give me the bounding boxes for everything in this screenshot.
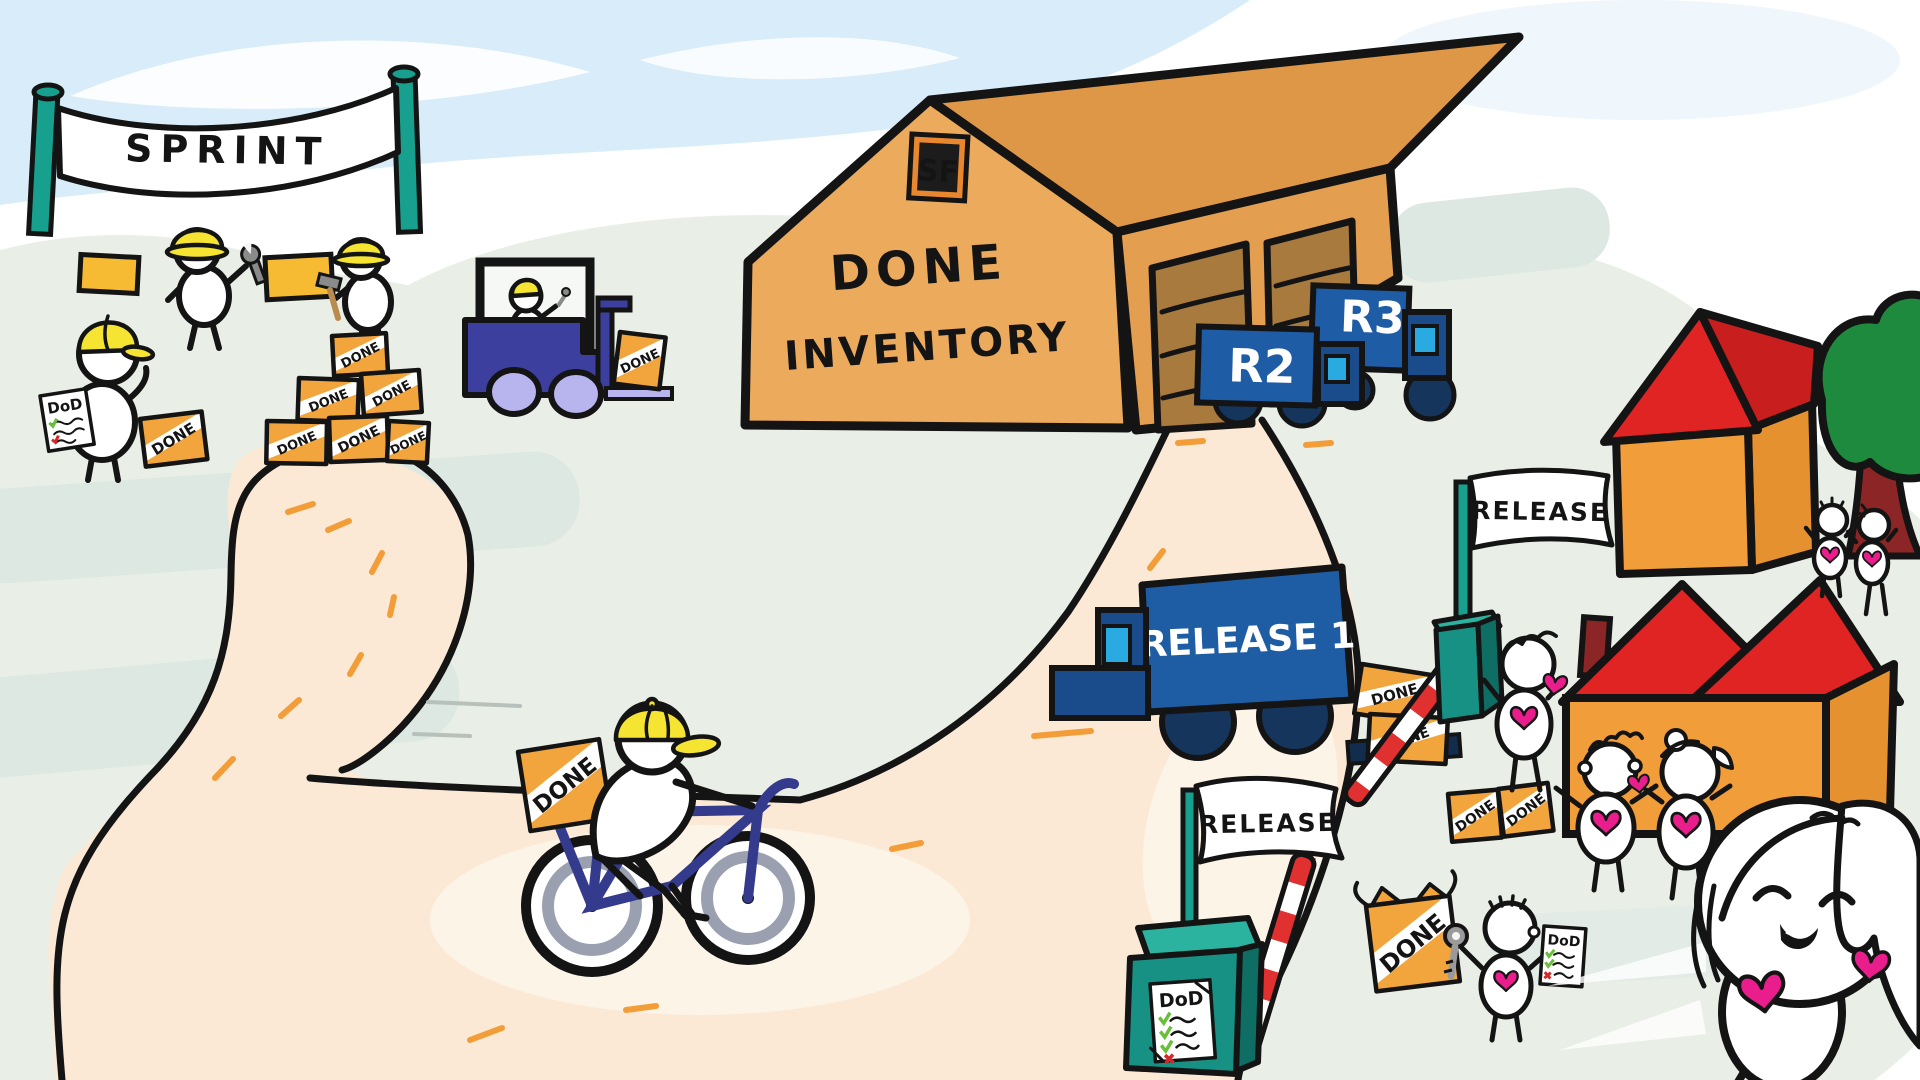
customer-small-2 (1845, 503, 1899, 617)
key-icon (1443, 923, 1469, 980)
done-box: DONE (358, 367, 425, 419)
done-box: DONE (326, 413, 391, 465)
hard-hat-brim (164, 242, 230, 262)
sprint-banner (55, 85, 401, 198)
big-girl-face (1752, 885, 1856, 950)
cloud-swoosh (70, 40, 590, 109)
done-box: DONE (295, 375, 362, 425)
release-truck-label: RELEASE 1 (1139, 615, 1356, 665)
forklift-wheel-front (548, 369, 604, 419)
big-girl-hair (1691, 799, 1920, 1050)
wrench-icon (240, 242, 268, 286)
ray (1560, 1000, 1706, 1050)
done-box: DONE (137, 409, 210, 469)
warehouse-title-line1: DONE (828, 234, 1009, 302)
truck-r3-window (1411, 324, 1439, 356)
sky-right-patch (1380, 0, 1900, 120)
cap-icon (613, 696, 722, 758)
customer-key: DoD (1443, 894, 1588, 1043)
forklift-mast (595, 297, 615, 395)
done-box-open: DONE (1353, 869, 1463, 994)
ray (1548, 942, 1706, 986)
forklift: DONE (462, 257, 674, 419)
tree-foliage (1814, 290, 1920, 483)
logo-text: SF (916, 153, 960, 190)
truck-r2-label: R2 (1228, 338, 1297, 394)
house-upper (1600, 308, 1822, 578)
rider (589, 696, 756, 920)
sprint-area: SPRINT (25, 64, 674, 483)
done-box-stack: DONE DONE DONE DONE DONE DONE (264, 330, 432, 467)
gate-upper-flag-label: RELEASE (1471, 496, 1609, 527)
gate-lower-flag-label: RELEASE (1199, 808, 1337, 839)
forklift-fork (604, 386, 674, 401)
truck-r3-label: R3 (1339, 291, 1405, 344)
cyclist: DONE (412, 696, 815, 977)
dod-paper-label: DoD (46, 395, 84, 418)
hard-hat-brim (331, 251, 391, 269)
forklift-wheel-rear (486, 367, 542, 417)
worker-hammer (315, 237, 394, 355)
worker-wrench (164, 227, 268, 351)
dod-checklist-label: DoD (1158, 987, 1204, 1012)
warehouse: SF DONE INVENTORY (740, 32, 1524, 435)
road-center-dashes (212, 438, 1334, 1043)
cap-brim (120, 344, 156, 362)
dod-paper: DoD (38, 387, 96, 454)
banner-pole-right (387, 64, 424, 235)
dod-paper-label: DoD (1547, 932, 1581, 950)
release-gate-lower: RELEASE DoD (1123, 775, 1345, 1077)
road-edge-bottom (306, 416, 1176, 804)
banner-pole-left (25, 82, 65, 238)
key-customer-scene: DONE DoD (1353, 869, 1588, 1043)
sprint-banner-label: SPRINT (125, 126, 330, 174)
cloud-swoosh-2 (640, 37, 960, 80)
done-box: DONE (1495, 780, 1556, 839)
customer-boy (1553, 730, 1659, 893)
gate-upper-pole (1453, 479, 1473, 625)
release-truck-cab (1049, 607, 1151, 721)
customer-small-1 (1803, 496, 1857, 599)
release-truck: RELEASE 1 (1049, 563, 1463, 767)
dod-checklist: DoD (1148, 978, 1218, 1065)
logo-square (917, 142, 960, 193)
road-edge-left (53, 440, 474, 1080)
forklift-mast-arm (595, 295, 633, 313)
worker-hammer-body (342, 271, 394, 333)
warehouse-logo: SF (906, 131, 971, 204)
house-upper-roof (1600, 308, 1762, 446)
worker-dod: DoD (38, 314, 156, 483)
done-box: DONE (384, 418, 432, 466)
gate-upper-flag (1467, 467, 1615, 551)
truck-r2-window (1324, 354, 1350, 384)
gate-upper-box (1431, 609, 1505, 725)
work-panel-1 (76, 251, 142, 297)
road-surface (48, 420, 1360, 1080)
done-box: DONE (264, 418, 330, 467)
worker-wrench-body (176, 264, 232, 328)
big-girl (1548, 796, 1920, 1080)
truck-r2: R2 (1193, 323, 1365, 429)
release-truck-window (1102, 624, 1132, 666)
hammer-icon (315, 271, 343, 321)
done-box: DONE (1445, 787, 1505, 845)
hard-hat-icon (509, 277, 543, 299)
dod-paper: DoD (1538, 924, 1588, 989)
done-box: DONE (611, 329, 668, 392)
done-box: DONE (329, 330, 391, 379)
speed-lines (412, 700, 522, 738)
gate-lower-flag (1193, 775, 1345, 865)
done-box: DONE (515, 736, 614, 834)
gate-lower-pole (1180, 787, 1199, 933)
big-girl-mouth (1780, 924, 1818, 950)
customer-gate (1481, 630, 1569, 793)
